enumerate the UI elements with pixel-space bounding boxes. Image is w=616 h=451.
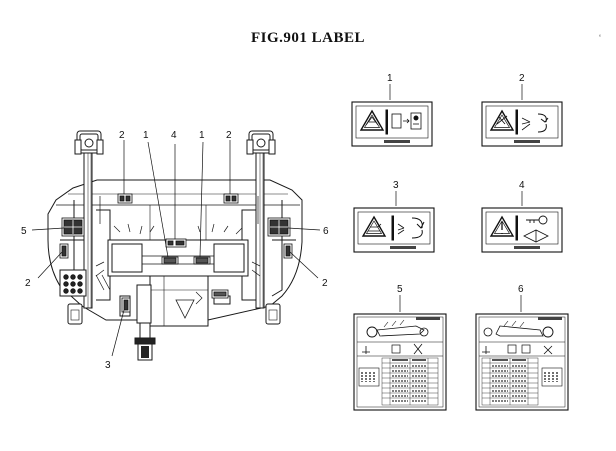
- safety-label-4: [481, 207, 563, 253]
- right-front-wheel: [246, 130, 276, 155]
- callout-2-top-right: 2: [226, 130, 232, 141]
- mower-deck-icon: [366, 319, 429, 338]
- label-callouts: 1 2 3 4 5 6: [387, 73, 525, 295]
- callout-1-right: 1: [199, 130, 205, 141]
- callout-leaders: [31, 140, 321, 357]
- label-callout-6: 6: [518, 284, 524, 295]
- left-front-wheel: [74, 130, 104, 155]
- machine-label-markers: [59, 193, 293, 313]
- label-callout-2: 2: [519, 73, 525, 84]
- callout-4: 4: [171, 130, 177, 141]
- callout-2-top-left: 2: [119, 130, 125, 141]
- left-rear-caster: [67, 303, 83, 325]
- callout-2-bottom-left: 2: [25, 278, 31, 289]
- callout-3: 3: [105, 360, 111, 371]
- safety-label-2: [481, 101, 563, 147]
- center-triangle-mark: [175, 299, 195, 319]
- callout-1-left: 1: [143, 130, 149, 141]
- callout-2-bottom-right: 2: [322, 278, 328, 289]
- mower-deck-icon-2: [483, 320, 554, 338]
- machine-label-top-left: [117, 193, 133, 204]
- height-adjust-table: [381, 357, 439, 406]
- page-title: FIG.901 LABEL: [250, 30, 366, 46]
- label-callout-5: 5: [397, 284, 403, 295]
- left-bolt-plate: [59, 269, 87, 297]
- machine-label-top-right: [223, 193, 239, 204]
- height-label-6: [475, 313, 569, 411]
- label-callout-3: 3: [393, 180, 399, 191]
- safety-label-3: [353, 207, 435, 253]
- corner-mark: ‘: [599, 33, 601, 43]
- safety-label-1: [351, 101, 433, 147]
- callout-5: 5: [21, 226, 27, 237]
- height-adjust-table-2: [481, 357, 539, 406]
- manual-book-icon-2: [523, 229, 549, 243]
- callout-6: 6: [323, 226, 329, 237]
- machine-body-outline: [47, 179, 303, 321]
- key-icon: [526, 215, 548, 225]
- rotating-blade-icon: [521, 113, 549, 133]
- crush-hazard-icon: [365, 116, 379, 126]
- height-label-5: [353, 313, 447, 411]
- right-rear-caster: [265, 303, 281, 325]
- manual-book-icon: [391, 113, 402, 129]
- steering-column: [136, 284, 152, 324]
- machine-callouts: 2 1 4 1 2 5 6 2 2 3: [21, 130, 329, 371]
- label-callout-1: 1: [387, 73, 393, 84]
- label-callout-4: 4: [519, 180, 525, 191]
